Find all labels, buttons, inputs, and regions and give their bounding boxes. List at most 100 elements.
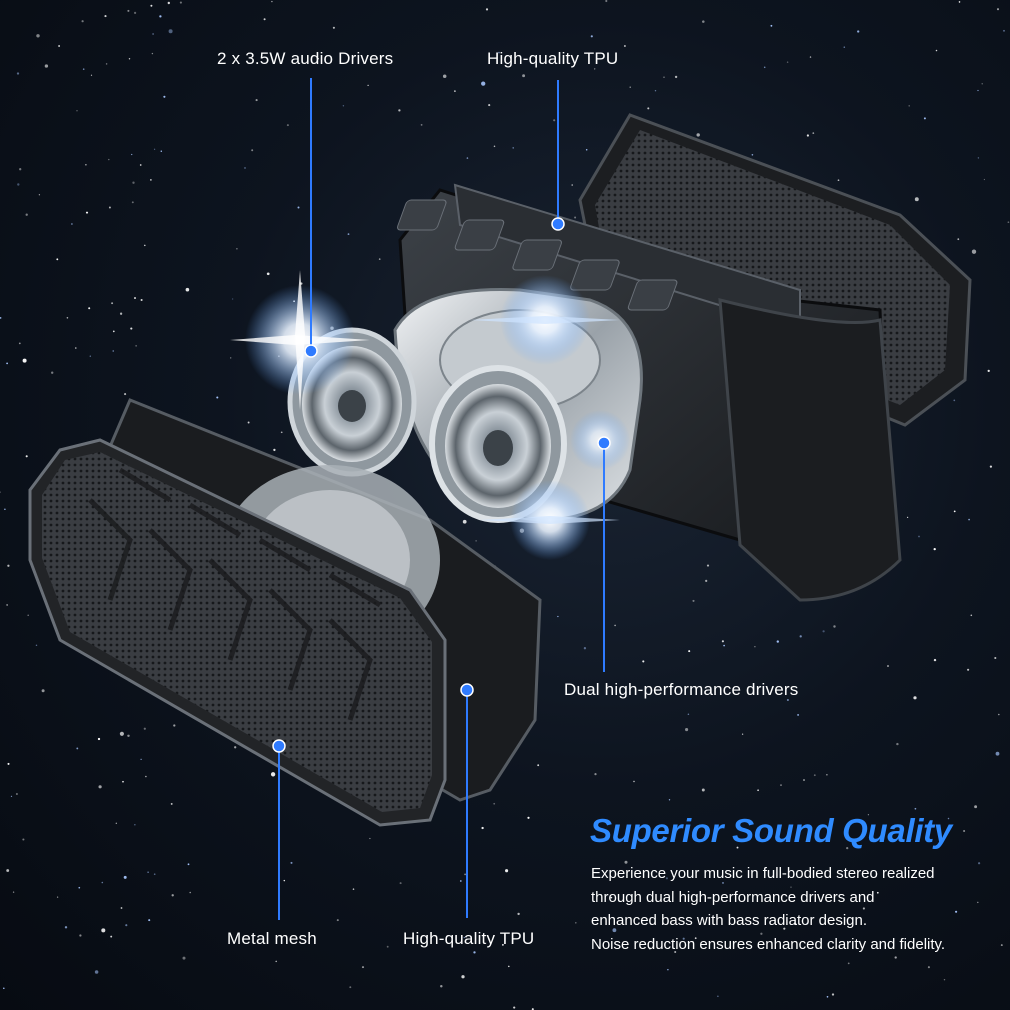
- star: [115, 822, 117, 824]
- star: [826, 774, 828, 776]
- star: [989, 465, 993, 468]
- star: [667, 968, 669, 971]
- star: [18, 342, 21, 345]
- star: [19, 168, 22, 171]
- star: [108, 158, 110, 161]
- star: [654, 89, 657, 92]
- star: [124, 393, 127, 396]
- star: [623, 45, 626, 47]
- star: [216, 396, 219, 399]
- star: [64, 926, 68, 929]
- star: [75, 347, 77, 349]
- star: [502, 944, 504, 946]
- star: [271, 0, 273, 3]
- star: [230, 357, 232, 359]
- star: [153, 873, 156, 876]
- star: [255, 99, 258, 102]
- star: [25, 455, 28, 458]
- star: [7, 762, 10, 765]
- star: [751, 153, 754, 156]
- star: [665, 877, 669, 880]
- star: [110, 935, 113, 938]
- star: [159, 15, 162, 18]
- star: [94, 970, 99, 974]
- star: [763, 66, 766, 69]
- star: [82, 68, 85, 70]
- star: [786, 698, 789, 702]
- star: [906, 516, 909, 519]
- star: [38, 194, 41, 196]
- star: [25, 213, 28, 216]
- star: [7, 564, 10, 567]
- star: [783, 927, 786, 930]
- star: [459, 880, 462, 882]
- star: [22, 358, 27, 363]
- star: [51, 371, 54, 374]
- star: [633, 780, 635, 783]
- star: [642, 660, 645, 663]
- star: [6, 604, 8, 606]
- star: [85, 164, 87, 166]
- right-audio-driver: [429, 365, 567, 523]
- star: [112, 350, 114, 352]
- star: [182, 956, 186, 960]
- star: [369, 837, 371, 840]
- star: [275, 960, 277, 963]
- star: [812, 132, 815, 134]
- star: [674, 950, 677, 954]
- star: [150, 4, 153, 7]
- star: [76, 747, 79, 750]
- star: [189, 891, 191, 894]
- star: [475, 540, 477, 542]
- star: [152, 33, 154, 35]
- star: [263, 18, 266, 21]
- star: [983, 178, 986, 181]
- star: [968, 518, 970, 521]
- star: [464, 873, 466, 876]
- star: [134, 824, 136, 826]
- star: [813, 774, 816, 777]
- feature-description: Experience your music in full-bodied ste…: [591, 862, 1001, 956]
- star: [624, 860, 628, 864]
- star: [692, 599, 695, 602]
- star: [150, 179, 152, 181]
- star: [112, 330, 115, 333]
- star: [131, 153, 133, 156]
- star: [234, 746, 237, 749]
- star: [88, 307, 91, 310]
- star: [454, 90, 456, 92]
- star: [933, 547, 936, 551]
- star: [179, 1, 182, 4]
- star: [953, 510, 956, 513]
- star: [809, 56, 812, 58]
- callout-label-dual-drivers: Dual high-performance drivers: [564, 680, 799, 699]
- star: [317, 58, 319, 60]
- description-line: Experience your music in full-bodied ste…: [591, 865, 935, 882]
- star: [493, 145, 496, 148]
- star: [553, 119, 556, 122]
- star: [896, 742, 899, 746]
- star: [663, 76, 665, 79]
- star: [935, 49, 938, 52]
- star: [78, 886, 81, 889]
- star: [867, 814, 870, 816]
- star: [571, 184, 573, 186]
- star: [135, 345, 137, 347]
- star: [481, 81, 486, 86]
- star: [132, 181, 135, 184]
- star: [593, 68, 596, 70]
- star: [79, 934, 82, 937]
- star: [147, 871, 149, 873]
- star: [145, 775, 147, 778]
- star: [794, 922, 797, 926]
- star: [786, 61, 789, 63]
- callout-label-tpu-bottom: High-quality TPU: [403, 929, 535, 948]
- star: [0, 317, 2, 319]
- star: [231, 298, 234, 300]
- star: [701, 788, 705, 792]
- star: [723, 644, 725, 647]
- star: [953, 399, 956, 402]
- star: [386, 945, 389, 948]
- star: [996, 8, 1000, 11]
- description-line: Noise reduction ensures enhanced clarity…: [591, 935, 946, 953]
